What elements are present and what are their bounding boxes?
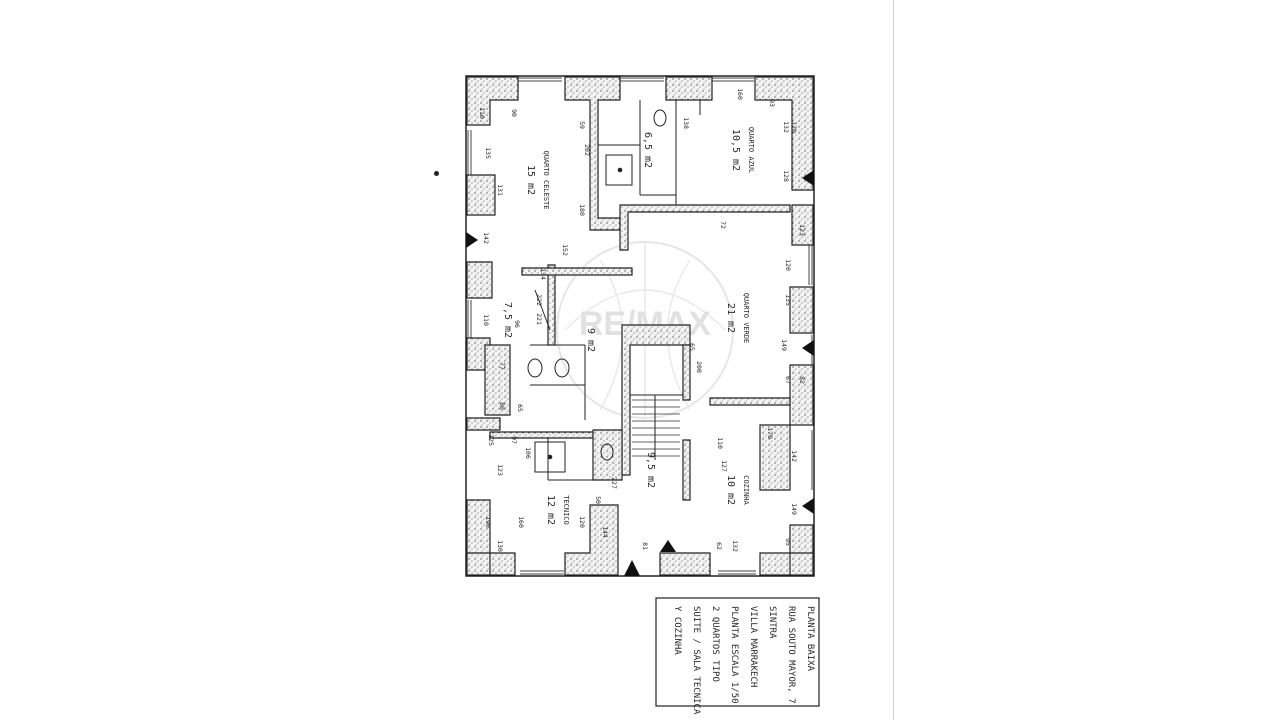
dimension-label: 160 — [517, 516, 525, 528]
room-area-label: 10 m2 — [725, 475, 736, 505]
scan-dust-dot — [434, 171, 439, 176]
dimension-label: 149 — [790, 503, 798, 515]
dimension-label: 142 — [482, 232, 490, 244]
dimension-label: 90 — [510, 109, 518, 117]
dimension-label: 50 — [594, 496, 602, 504]
room-name-label: QUARTO CELESTE — [542, 150, 550, 209]
room-area-label: 9,5 m2 — [645, 452, 656, 488]
dimension-label: 190 — [484, 516, 492, 528]
room-name-label: COZINHA — [742, 475, 750, 505]
dimension-label: 132 — [782, 121, 790, 133]
room-area-label: 10,5 m2 — [730, 129, 741, 171]
room-name-label: QUARTO AZUL — [747, 127, 755, 173]
dimension-label: 110 — [478, 107, 486, 119]
dimension-label: 67 — [784, 376, 792, 384]
dimension-labels: 90 135 110 131 142 202 180 59 138 160 132 93 120 128 1… — [478, 88, 806, 552]
dimension-label: 80 — [498, 402, 506, 410]
dimension-label: 222 — [535, 294, 543, 306]
room-area-label: 15 m2 — [525, 165, 536, 195]
room-area-label: 6,5 m2 — [642, 132, 653, 168]
door-markers — [466, 170, 814, 576]
dimension-label: 62 — [715, 542, 723, 550]
dimension-label: 125 — [487, 434, 495, 446]
room-area-label: 12 m2 — [545, 495, 556, 525]
dimension-label: 202 — [583, 144, 591, 156]
legend-line: PLANTA BAIXA — [805, 606, 815, 672]
shower-tray-icon — [534, 441, 566, 473]
legend-line: 2 QUARTOS TIPO — [710, 606, 720, 682]
dimension-label: 123 — [496, 464, 504, 476]
dimension-label: 127 — [720, 460, 728, 472]
stairs — [632, 399, 680, 457]
dimension-label: 128 — [782, 170, 790, 182]
dimension-label: 82 — [798, 376, 806, 384]
dimension-label: 65 — [516, 404, 524, 412]
dimension-label: 93 — [768, 99, 776, 107]
partitions — [530, 100, 701, 481]
dimension-label: 221 — [535, 313, 543, 325]
dimension-label: 110 — [482, 314, 490, 326]
dimension-label: 110 — [716, 437, 724, 449]
toilet-icon — [527, 358, 543, 378]
watermark-balloon-icon — [556, 241, 734, 419]
dimension-label: 132 — [731, 540, 739, 552]
dimension-label: 120 — [790, 121, 798, 133]
room-area-label: 9 m2 — [585, 328, 596, 352]
dimension-label: 120 — [784, 259, 792, 271]
legend-text: PLANTA BAIXA RUA SOUTO MAYOR, 7 SINTRA VILL… — [672, 606, 815, 715]
dimension-label: 81 — [641, 542, 649, 550]
dimension-label: 134 — [539, 268, 547, 280]
dimension-label: 77 — [498, 362, 506, 370]
sanitary-fixtures — [527, 109, 667, 473]
dimension-label: 170 — [766, 427, 774, 439]
legend-line: VILLA MARRAKECH — [748, 606, 758, 687]
dimension-label: 149 — [780, 339, 788, 351]
scan-edge-line — [893, 0, 894, 720]
dimension-label: 135 — [784, 294, 792, 306]
dimension-label: 65 — [688, 343, 696, 351]
dimension-label: 144 — [601, 526, 609, 538]
dimension-label: 72 — [719, 221, 727, 229]
room-name-label: QUARTO VERDE — [742, 293, 750, 344]
room-area-label: 7,5 m2 — [502, 302, 513, 338]
dimension-label: 123 — [798, 224, 806, 236]
dimension-label: 200 — [695, 361, 703, 373]
room-name-label: TECNICO — [562, 495, 570, 525]
dimension-label: 227 — [610, 477, 618, 489]
walls — [466, 76, 814, 576]
legend-line: PLANTA ESCALA 1/50 — [729, 606, 739, 704]
dimension-label: 142 — [790, 450, 798, 462]
dimension-label: 180 — [578, 204, 586, 216]
dimension-label: 96 — [513, 320, 521, 328]
dimension-label: 131 — [496, 184, 504, 196]
dimension-label: 130 — [496, 540, 504, 552]
dimension-label: 95 — [784, 538, 792, 546]
room-area-label: 21 m2 — [725, 303, 736, 333]
window-markers — [467, 77, 813, 575]
dimension-label: 59 — [578, 121, 586, 129]
toilet-icon — [554, 358, 570, 378]
shower-tray-icon — [605, 154, 633, 186]
legend-box — [655, 597, 820, 707]
legend-line: RUA SOUTO MAYOR, 7 — [786, 606, 796, 704]
legend-line: SINTRA — [767, 606, 777, 639]
dimension-label: 160 — [736, 88, 744, 100]
toilet-icon — [653, 109, 667, 127]
dimension-label: 120 — [578, 516, 586, 528]
dimension-label: 152 — [561, 244, 569, 256]
room-labels: 15 m2 QUARTO CELESTE 6,5 m2 10,5 m2 QUARTO A… — [502, 127, 755, 525]
legend-line: Y COZINHA — [672, 606, 682, 655]
dimension-label: 138 — [682, 117, 690, 129]
dimension-label: 106 — [524, 447, 532, 459]
legend-line: SUITE / SALA TECNICA — [691, 606, 701, 715]
dimension-label: 97 — [510, 436, 518, 444]
dimension-label: 135 — [484, 147, 492, 159]
toilet-icon — [600, 443, 614, 461]
